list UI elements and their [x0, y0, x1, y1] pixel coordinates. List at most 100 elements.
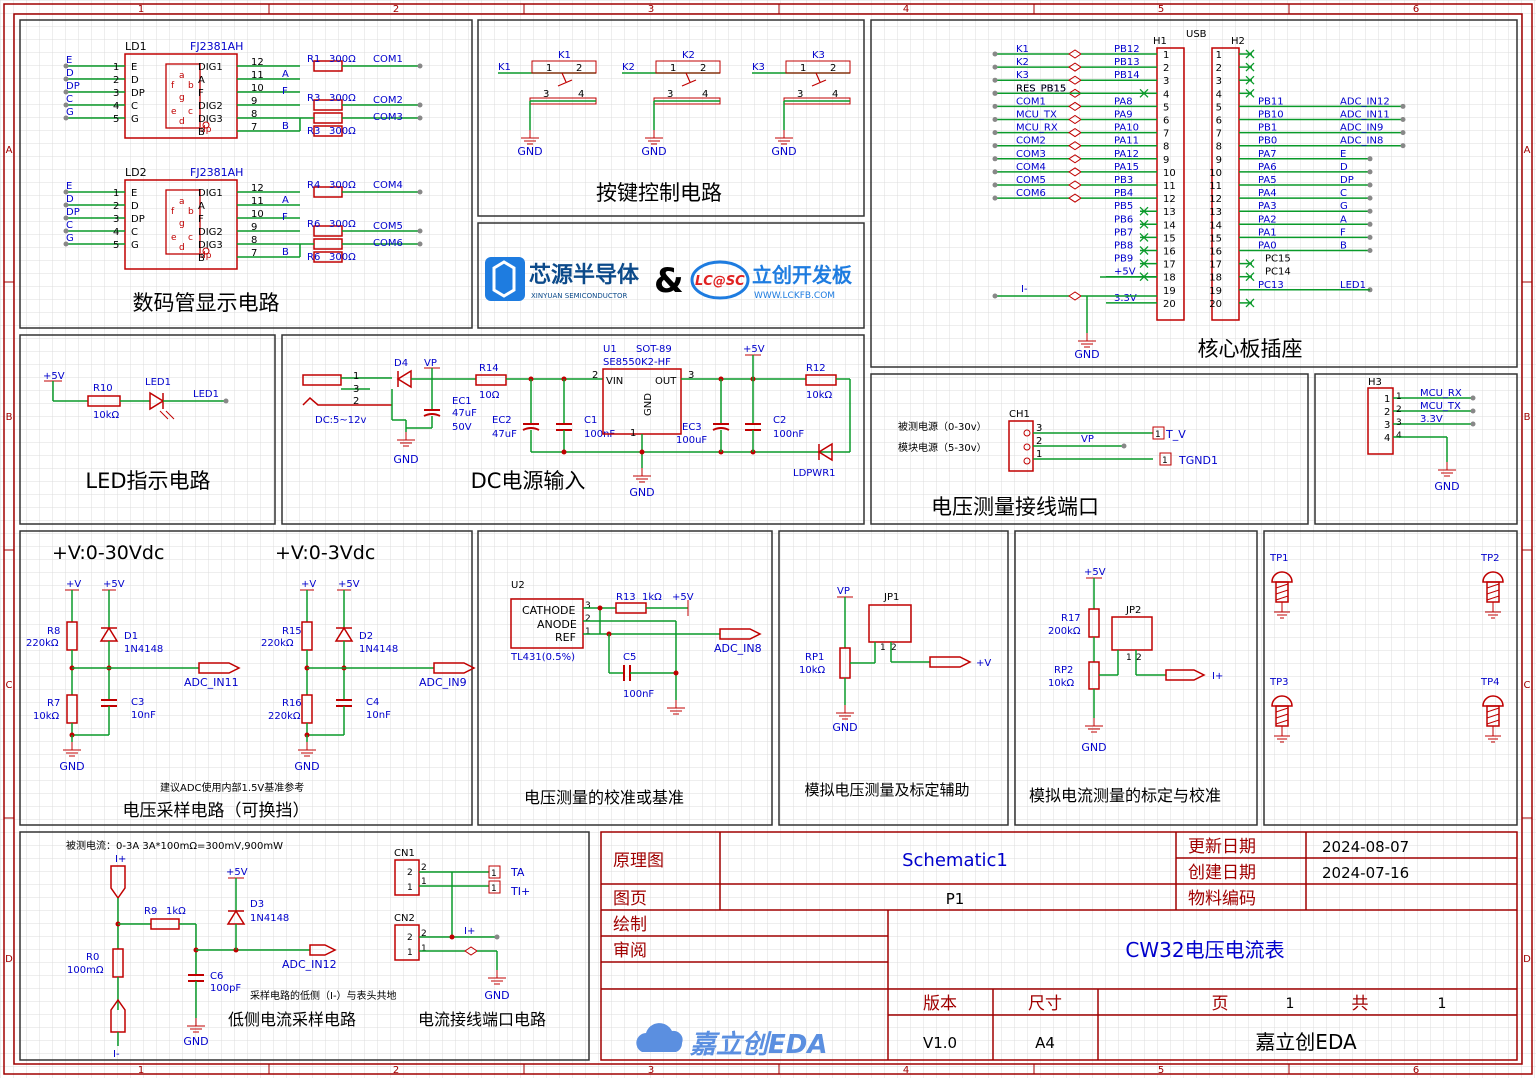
section-title-key: 按键控制电路: [596, 181, 722, 205]
label: PB10: [1258, 110, 1284, 121]
ld2-body[interactable]: [124, 179, 238, 270]
svg-text:10kΩ: 10kΩ: [799, 665, 826, 676]
svg-text:+V: +V: [976, 658, 991, 669]
svg-text:2: 2: [421, 929, 427, 939]
label: 9: [251, 222, 257, 233]
svg-text:4: 4: [903, 1065, 909, 1076]
label: PA6: [1258, 162, 1277, 173]
i-plus-terminal[interactable]: [110, 865, 126, 900]
net-port: [1367, 221, 1373, 227]
label: 5: [113, 240, 119, 251]
h2-header[interactable]: [1211, 47, 1240, 321]
svg-text:SE8550K2-HF: SE8550K2-HF: [603, 357, 671, 368]
label: PA10: [1114, 123, 1139, 134]
label: 12: [251, 57, 264, 68]
h1-pin-num: 10: [1163, 168, 1176, 179]
net-port: [1367, 169, 1373, 175]
section-title-asv: 模拟电压测量及标定辅助: [804, 781, 969, 799]
plus-v-port[interactable]: [929, 656, 972, 668]
adc-in8-port[interactable]: [719, 628, 762, 640]
label: G: [66, 233, 74, 244]
label: COM6: [373, 238, 403, 249]
svg-text:RP2: RP2: [1054, 665, 1073, 676]
led1-diode[interactable]: [149, 391, 165, 411]
adc-in12-port[interactable]: [309, 944, 337, 956]
adc-port[interactable]: [433, 662, 476, 674]
label: D2: [359, 631, 373, 642]
svg-text:2: 2: [421, 863, 427, 873]
svg-text:100pF: 100pF: [210, 983, 241, 994]
label: F: [198, 88, 204, 99]
label: ADC_IN12: [1340, 96, 1390, 107]
svg-text:版本: 版本: [923, 994, 957, 1014]
label: 300Ω: [329, 252, 356, 263]
border-row-letters: AB CD AB CD: [4, 145, 1532, 965]
net-port: [992, 195, 998, 201]
h2-pin-num: 7: [1216, 129, 1222, 140]
segment-resistor: [313, 251, 343, 263]
label: B: [1340, 241, 1347, 252]
h1-pin-num: 13: [1163, 207, 1176, 218]
schematic-name: Schematic1: [902, 850, 1008, 871]
label: PA5: [1258, 175, 1277, 186]
label: 10nF: [131, 710, 156, 721]
label: PA0: [1258, 241, 1277, 252]
svg-text:CATHODE: CATHODE: [522, 604, 575, 617]
wire: [815, 72, 821, 83]
label: +5V: [103, 579, 125, 590]
i-minus-terminal[interactable]: [110, 998, 126, 1033]
h1-pin-num: 5: [1163, 102, 1169, 113]
jp2-jumper[interactable]: [1111, 616, 1153, 651]
label: 1N4148: [124, 644, 163, 655]
h2-pin-num: 19: [1209, 286, 1222, 297]
label: 7: [251, 248, 257, 259]
label: E: [131, 188, 137, 199]
h1-pin-num: 19: [1163, 286, 1176, 297]
label: PA4: [1258, 188, 1277, 199]
svg-text:R9: R9: [144, 906, 157, 917]
label: MCU_TX: [1420, 401, 1461, 412]
svg-text:建议ADC使用内部1.5V基准参考: 建议ADC使用内部1.5V基准参考: [160, 781, 304, 794]
ldpwr1-led[interactable]: [817, 442, 833, 462]
label: RES_PB15: [1016, 83, 1066, 94]
net-port: [417, 115, 423, 121]
h1-header[interactable]: [1156, 47, 1185, 321]
r14-resistor[interactable]: [475, 374, 507, 386]
label: B: [198, 253, 205, 264]
segment-resistor: [313, 125, 343, 137]
svg-text:P1: P1: [946, 890, 965, 908]
jp1-jumper[interactable]: [868, 604, 912, 643]
r12-resistor[interactable]: [805, 374, 837, 386]
ld1-body[interactable]: [124, 53, 238, 139]
h3-header[interactable]: [1367, 387, 1394, 455]
adc-port[interactable]: [198, 662, 241, 674]
label: 5: [113, 114, 119, 125]
svg-text:芯源半导体: 芯源半导体: [529, 263, 640, 288]
h2-pin-num: 5: [1216, 102, 1222, 113]
cn1-connector[interactable]: [394, 859, 420, 896]
dc-jack[interactable]: [302, 374, 342, 386]
cn2-connector[interactable]: [394, 924, 420, 961]
svg-text:TL431(0.5%): TL431(0.5%): [510, 652, 575, 663]
svg-text:创建日期: 创建日期: [1188, 863, 1256, 883]
svg-text:100uF: 100uF: [676, 435, 707, 446]
label: PB3: [1114, 175, 1133, 186]
svg-text:R17: R17: [1061, 613, 1081, 624]
label: K2: [622, 62, 635, 73]
svg-text:JP2: JP2: [1125, 605, 1141, 616]
label: 10: [251, 83, 264, 94]
svg-text:1kΩ: 1kΩ: [166, 906, 186, 917]
i-plus-port[interactable]: [1165, 669, 1206, 681]
svg-text:D: D: [5, 954, 13, 965]
label: A: [282, 69, 289, 80]
label: PB9: [1114, 254, 1133, 265]
label: 12: [251, 183, 264, 194]
h2-pin-num: 15: [1209, 233, 1222, 244]
svg-text:OUT: OUT: [655, 376, 677, 387]
u2-tl431[interactable]: [510, 598, 584, 649]
